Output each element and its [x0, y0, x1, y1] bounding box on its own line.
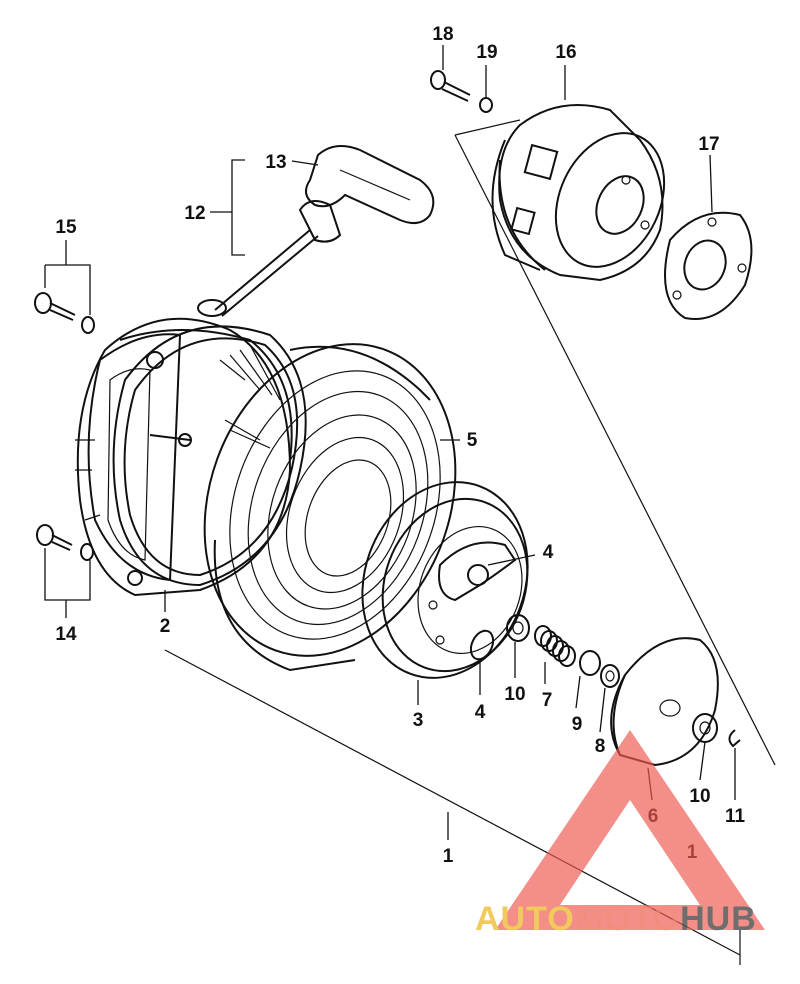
callout-12: 12 [184, 203, 205, 224]
callout-7: 7 [542, 690, 553, 711]
cover-plate [610, 637, 741, 767]
recoil-spring [203, 343, 457, 672]
assembly-lines [164, 119, 776, 965]
starter-rope [197, 229, 319, 317]
callout-13: 13 [265, 152, 286, 173]
small-parts [469, 614, 620, 688]
callouts: 18 19 16 17 13 12 15 5 4 14 2 3 4 10 7 9… [55, 24, 745, 867]
callout-17: 17 [698, 134, 719, 155]
callout-10-left: 10 [504, 684, 525, 705]
watermark-wordmark: AUTOMOTOHUB [475, 900, 757, 938]
watermark-triangle-icon [495, 730, 765, 930]
gasket-ring [112, 325, 307, 587]
callout-18: 18 [432, 24, 453, 45]
callout-8: 8 [595, 736, 606, 757]
callout-1: 1 [443, 846, 454, 867]
callout-5: 5 [467, 430, 478, 451]
compression-spring [534, 625, 576, 667]
callout-11: 11 [725, 806, 746, 827]
callout-15: 15 [55, 217, 77, 238]
flange-plate [664, 211, 753, 320]
starter-cup [491, 104, 666, 282]
leader-lines [44, 45, 736, 840]
recoil-housing [75, 317, 293, 597]
watermark-logo: AUTOMOTOHUB [475, 730, 765, 938]
callout-19: 19 [476, 42, 497, 63]
callout-10-right: 10 [689, 786, 710, 807]
callout-14: 14 [55, 624, 77, 645]
callout-9: 9 [572, 714, 583, 735]
pulley [361, 481, 529, 679]
bolt-14 [36, 524, 94, 561]
callout-2: 2 [160, 616, 171, 637]
callout-16: 16 [555, 42, 576, 63]
callout-4-upper: 4 [543, 542, 554, 563]
bolt-18 [430, 70, 493, 113]
callout-4-lower: 4 [475, 702, 486, 723]
callout-3: 3 [413, 710, 424, 731]
starter-handle [298, 145, 435, 243]
bolt-15 [34, 292, 95, 334]
